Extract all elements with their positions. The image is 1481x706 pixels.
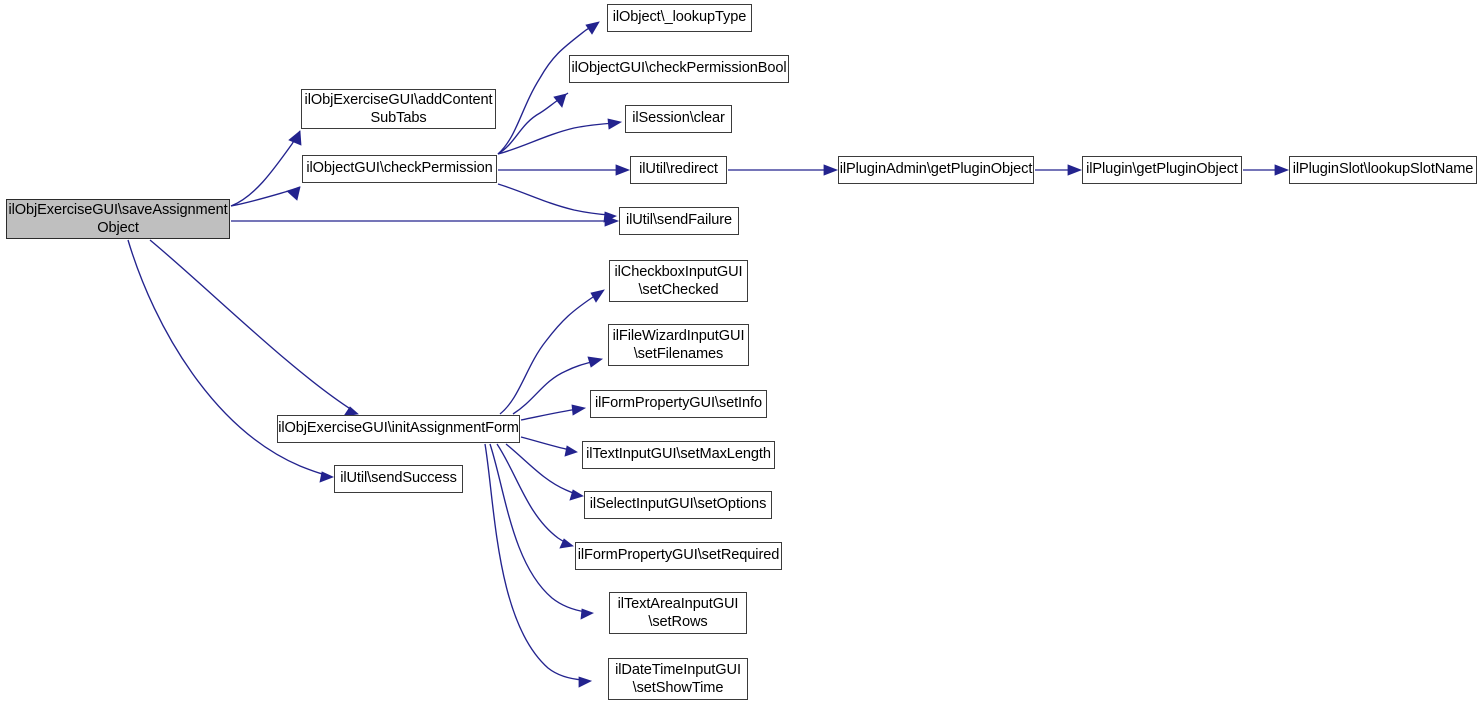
edge-initassignmentform-to-setinfo — [520, 408, 579, 421]
edge-checkpermission-to-sendfailure — [497, 183, 610, 216]
arrowhead-initassignmentform-to-setrows — [580, 608, 595, 620]
edge-initassignmentform-to-setrows — [489, 443, 587, 613]
edge-initassignmentform-to-setchecked — [499, 290, 603, 415]
edge-checkpermission-to-lookuptype — [497, 22, 598, 155]
graph-node-setRequired[interactable]: ilFormPropertyGUI\setRequired — [575, 542, 782, 570]
arrowhead-save-to-addcontentsubtabs — [288, 130, 302, 146]
edge-checkpermission-to-sessionclear — [497, 122, 615, 155]
arrowhead-save-to-checkpermission — [286, 186, 301, 201]
arrowhead-checkpermission-to-sendfailure — [603, 211, 618, 223]
edge-save-to-sendsuccess — [127, 239, 327, 476]
arrowhead-initassignmentform-to-setmaxlength — [564, 445, 578, 457]
graph-node-getPluginObject[interactable]: ilPlugin\getPluginObject — [1082, 156, 1242, 184]
graph-node-checkPermission[interactable]: ilObjectGUI\checkPermission — [302, 155, 497, 183]
graph-node-lookupSlotName[interactable]: ilPluginSlot\lookupSlotName — [1289, 156, 1477, 184]
arrowhead-checkpermission-to-redirect — [615, 164, 631, 176]
arrowhead-initassignmentform-to-setinfo — [571, 404, 587, 416]
edge-save-to-initassignmentform — [149, 239, 353, 411]
edge-initassignmentform-to-setshowtime — [484, 443, 584, 681]
arrowhead-getpluginobject-to-lookupslotname — [1274, 164, 1290, 176]
arrowhead-checkpermission-to-checkpermissionbool — [553, 93, 567, 108]
arrowhead-checkpermission-to-lookuptype — [585, 21, 600, 35]
graph-node-addContentSubTabs[interactable]: ilObjExerciseGUI\addContent SubTabs — [301, 89, 496, 129]
graph-node-initAssignmentForm[interactable]: ilObjExerciseGUI\initAssignmentForm — [277, 415, 520, 443]
edge-initassignmentform-to-setfilenames — [512, 360, 596, 415]
graph-node-setChecked[interactable]: ilCheckboxInputGUI \setChecked — [609, 260, 748, 302]
arrowhead-initassignmentform-to-setfilenames — [587, 356, 604, 368]
graph-node-sessionClear[interactable]: ilSession\clear — [625, 105, 732, 133]
graph-node-redirect[interactable]: ilUtil\redirect — [630, 156, 727, 184]
edge-checkpermission-to-checkpermissionbool — [497, 92, 569, 155]
graph-node-setMaxLength[interactable]: ilTextInputGUI\setMaxLength — [582, 441, 775, 469]
graph-node-setInfo[interactable]: ilFormPropertyGUI\setInfo — [590, 390, 767, 418]
arrowhead-checkpermission-to-sessionclear — [607, 118, 623, 130]
arrowhead-redirect-to-getpluginobjectadmin — [823, 164, 839, 176]
graph-node-sendFailure[interactable]: ilUtil\sendFailure — [619, 207, 739, 235]
edge-save-to-addcontentsubtabs — [230, 130, 301, 207]
edge-initassignmentform-to-setmaxlength — [520, 436, 571, 451]
graph-node-setShowTime[interactable]: ilDateTimeInputGUI \setShowTime — [608, 658, 748, 700]
graph-node-checkPermissionBool[interactable]: ilObjectGUI\checkPermissionBool — [569, 55, 789, 83]
edge-initassignmentform-to-setrequired — [496, 443, 568, 544]
graph-node-getPluginObjectAdmin[interactable]: ilPluginAdmin\getPluginObject — [838, 156, 1034, 184]
arrowhead-initassignmentform-to-setshowtime — [578, 676, 593, 688]
arrowhead-save-to-sendsuccess — [319, 471, 335, 483]
graph-node-lookupType[interactable]: ilObject\_lookupType — [607, 4, 752, 32]
graph-node-setFilenames[interactable]: ilFileWizardInputGUI \setFilenames — [608, 324, 749, 366]
arrowhead-getpluginobjectadmin-to-getpluginobject — [1067, 164, 1083, 176]
graph-node-setRows[interactable]: ilTextAreaInputGUI \setRows — [609, 592, 747, 634]
graph-node-saveAssignmentObject[interactable]: ilObjExerciseGUI\saveAssignment Object — [6, 199, 230, 239]
arrowhead-initassignmentform-to-setchecked — [590, 289, 605, 303]
arrowhead-initassignmentform-to-setrequired — [559, 538, 574, 549]
graph-node-setOptions[interactable]: ilSelectInputGUI\setOptions — [584, 491, 772, 519]
graph-node-sendSuccess[interactable]: ilUtil\sendSuccess — [334, 465, 463, 493]
arrowhead-initassignmentform-to-setoptions — [569, 489, 584, 501]
